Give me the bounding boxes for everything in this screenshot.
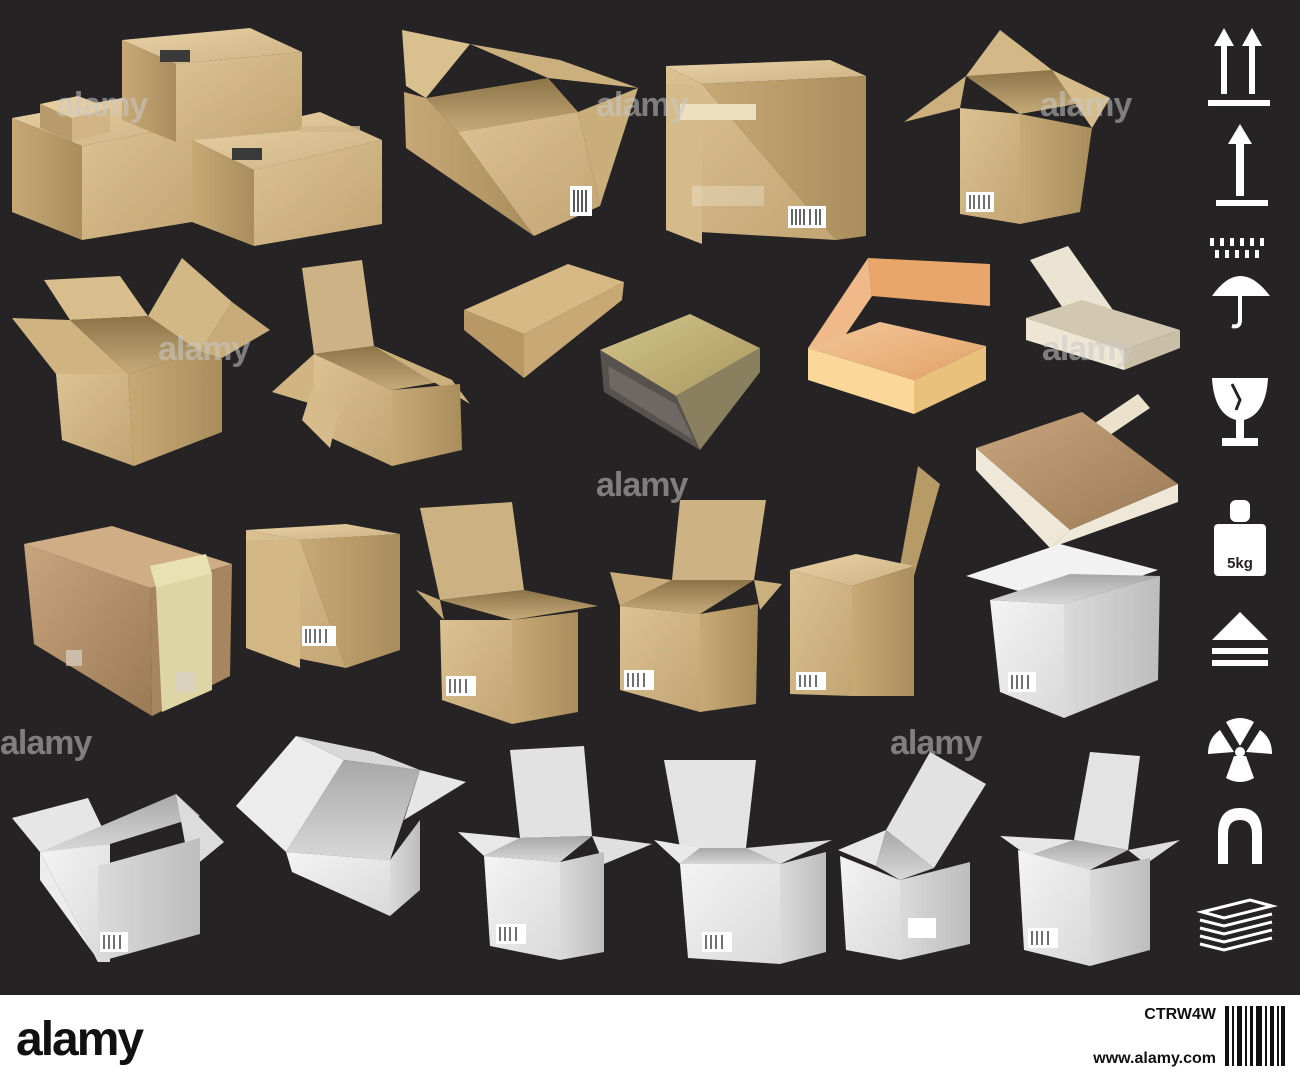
watermark: alamy [0, 724, 92, 762]
white-box-open-6 [838, 752, 986, 960]
watermark: alamy [890, 724, 982, 762]
weight-5kg-icon [1214, 500, 1266, 576]
flat-box-open [600, 314, 760, 450]
stacked-boxes [12, 28, 382, 246]
pizza-box-closed-1 [464, 264, 624, 378]
watermark: alamy [1042, 330, 1134, 368]
footer-logo: alamy [16, 1013, 144, 1066]
radiation-icon [1208, 718, 1272, 782]
stack-limit-icon [1196, 898, 1278, 952]
white-box-open-3 [236, 736, 466, 916]
watermark: alamy [1040, 86, 1132, 124]
barcode-icon [1225, 1006, 1285, 1066]
load-on-top-icon [1212, 612, 1268, 666]
closed-box-flap-up [790, 466, 940, 696]
closed-box-2 [246, 524, 400, 668]
open-box-5 [416, 502, 598, 724]
keep-dry-umbrella-icon [1210, 238, 1270, 329]
magnet-icon [1218, 808, 1262, 864]
footer-bar [0, 995, 1300, 1084]
scene-background: 5kg alamy alamy alamy alamy alamy alamy … [0, 0, 1300, 995]
open-box-3 [12, 258, 270, 466]
watermark: alamy [596, 86, 688, 124]
brown-pizza-box-open [976, 394, 1178, 548]
closed-box-taped [666, 60, 866, 244]
this-way-up-icon [1208, 28, 1270, 106]
watermark: alamy [56, 86, 148, 124]
mailer-box-orange [808, 258, 990, 414]
white-box-open-4 [458, 746, 652, 960]
watermark: alamy [158, 330, 250, 368]
open-box-4 [272, 260, 470, 466]
footer-url: www.alamy.com [1093, 1050, 1216, 1067]
closed-box-brown [24, 526, 232, 716]
white-box-open-1 [966, 544, 1160, 718]
white-box-open-5 [654, 760, 832, 964]
open-box-6 [610, 500, 782, 712]
open-box-1 [402, 30, 638, 236]
image-id: CTRW4W [1144, 1006, 1216, 1023]
open-box-2 [904, 30, 1110, 224]
weight-label: 5kg [1227, 555, 1253, 572]
single-arrow-up-icon [1216, 124, 1268, 206]
fragile-glass-icon [1212, 378, 1268, 446]
white-box-open-7 [1000, 752, 1180, 966]
watermark: alamy [596, 466, 688, 504]
white-box-open-2 [12, 794, 224, 962]
white-pizza-box-open [1026, 246, 1180, 370]
box-collection: 5kg [12, 28, 1278, 966]
